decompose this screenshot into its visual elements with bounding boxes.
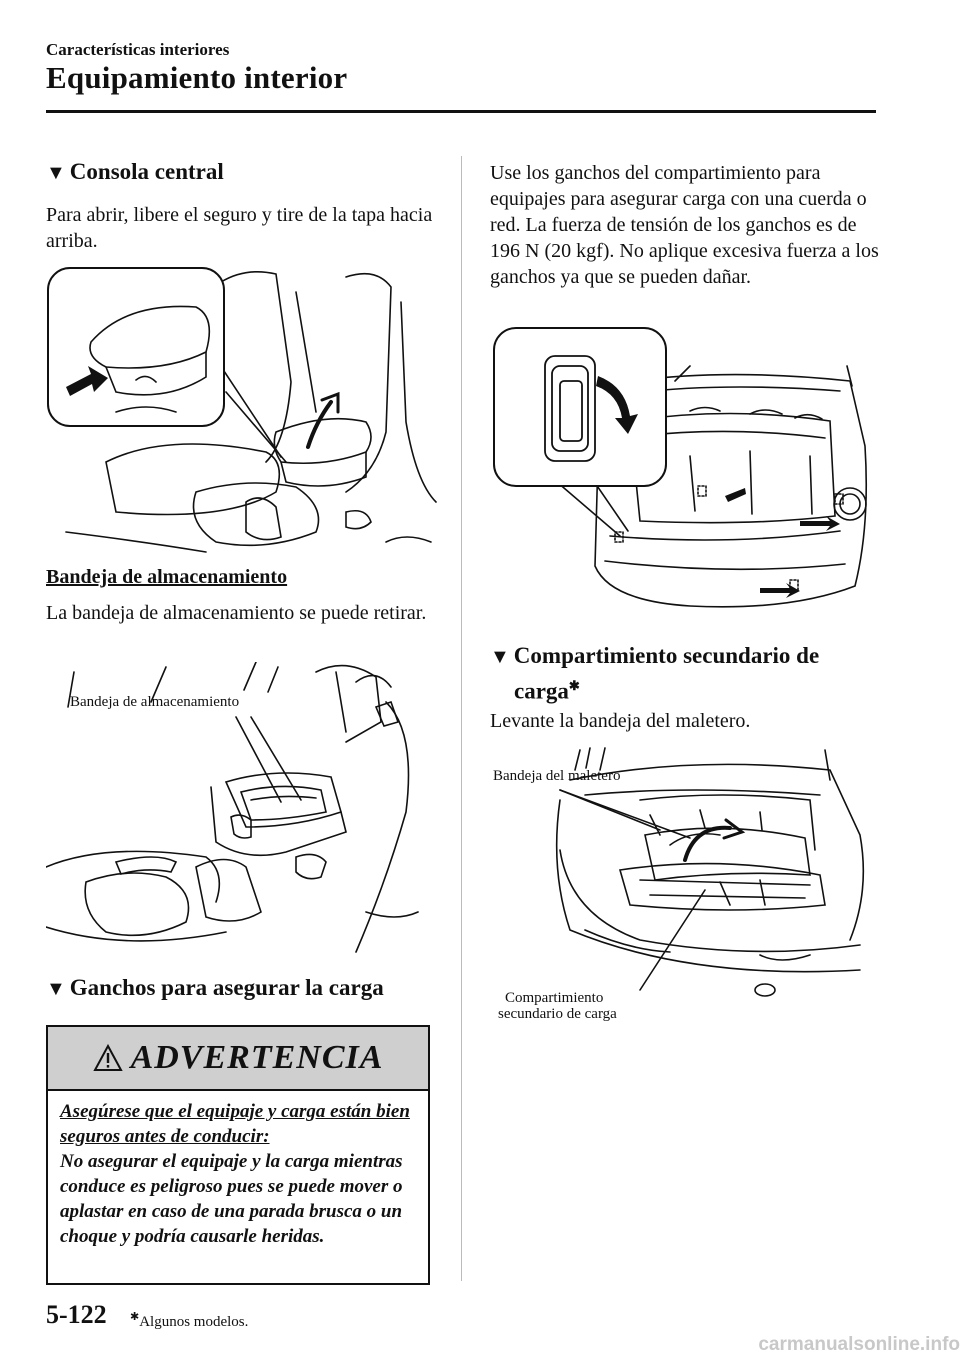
ganchos-text: Use los ganchos del compartimiento para … <box>490 162 879 288</box>
warning-emphasis: Asegúrese que el equipaje y carga están … <box>60 1101 410 1147</box>
section-heading-secundario-label-2: carga <box>514 678 569 704</box>
column-divider <box>461 156 462 1281</box>
consola-text: Para abrir, libere el seguro y tire de l… <box>46 204 433 252</box>
star-icon: ✱ <box>130 1311 140 1323</box>
footnote-text: Algunos modelos. <box>139 1314 249 1330</box>
section-heading-secundario-label: Compartimiento secundario de <box>513 643 820 668</box>
section-heading-consola: ▼Consola central <box>46 156 224 189</box>
figure-center-console <box>47 267 437 553</box>
figure-storage-tray <box>46 662 419 953</box>
warning-title: ADVERTENCIA <box>130 1039 384 1076</box>
warning-text: No asegurar el equipaje y la carga mient… <box>60 1151 403 1247</box>
section-heading-consola-label: Consola central <box>69 159 224 184</box>
figure-secondary-cargo <box>555 747 865 997</box>
label-compartimiento-1: Compartimiento <box>505 990 604 1006</box>
footnote: ✱Algunos modelos. <box>130 1310 248 1331</box>
watermark: carmanualsonline.info <box>758 1334 960 1355</box>
label-bandeja-maletero: Bandeja del maletero <box>493 768 621 784</box>
triangle-down-icon: ▼ <box>46 162 66 184</box>
section-heading-ganchos-label: Ganchos para asegurar la carga <box>69 975 384 1000</box>
bandeja-figure-label: Bandeja de almacenamiento <box>70 694 240 710</box>
page-number: 5-122 <box>46 1300 107 1329</box>
breadcrumb: Características interiores <box>46 40 230 59</box>
section-heading-secundario: ▼Compartimiento secundario de <box>490 640 819 673</box>
warning-header: ADVERTENCIA <box>48 1027 428 1091</box>
warning-body: Asegúrese que el equipaje y carga están … <box>48 1091 428 1249</box>
bandeja-text: La bandeja de almacenamiento se puede re… <box>46 602 427 624</box>
star-icon: ✱ <box>568 678 580 693</box>
label-compartimiento-2: secundario de carga <box>498 1006 617 1022</box>
section-heading-secundario-line2: carga✱ <box>514 670 580 708</box>
section-heading-ganchos: ▼Ganchos para asegurar la carga <box>46 972 384 1005</box>
triangle-down-icon: ▼ <box>490 646 510 668</box>
page-title: Equipamiento interior <box>46 60 348 95</box>
figure-luggage-hooks <box>493 327 868 608</box>
warning-box: ADVERTENCIA Asegúrese que el equipaje y … <box>46 1025 430 1285</box>
warning-triangle-icon <box>92 1044 123 1071</box>
bandeja-heading: Bandeja de almacenamiento <box>46 566 288 588</box>
title-rule <box>46 110 876 113</box>
triangle-down-icon: ▼ <box>46 978 66 1000</box>
secundario-text: Levante la bandeja del maletero. <box>490 710 751 732</box>
